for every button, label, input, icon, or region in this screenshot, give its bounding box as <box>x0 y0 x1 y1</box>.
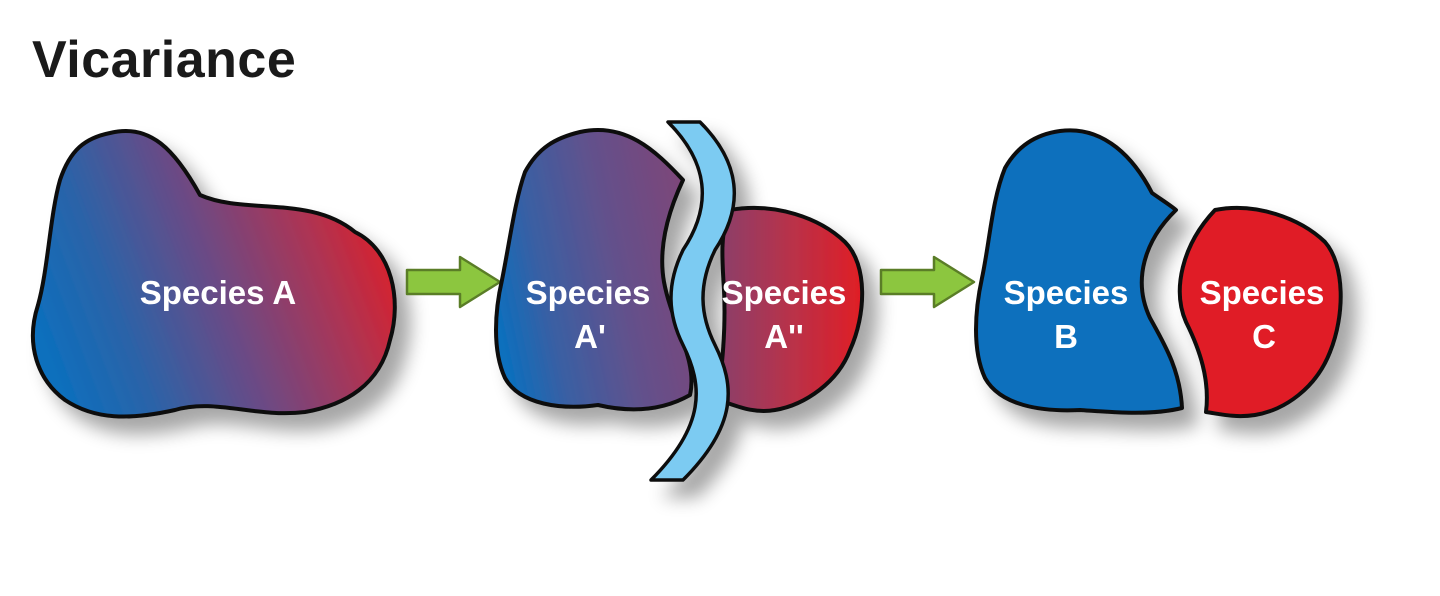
label-species-a-prime-line1: Species <box>526 274 651 311</box>
stage-1-species-a <box>30 128 397 419</box>
stage-2-divided-range <box>494 120 865 482</box>
arrow-icon-1 <box>405 255 502 309</box>
label-species-c-line1: Species <box>1200 274 1325 311</box>
barrier-river <box>649 120 736 482</box>
label-species-b-line2: B <box>1054 318 1078 355</box>
range-species-a-double-prime <box>716 205 865 413</box>
label-species-b-line1: Species <box>1004 274 1129 311</box>
label-species-c-line2: C <box>1252 318 1276 355</box>
range-species-a-prime <box>494 128 694 412</box>
label-species-a-double-prime-line1: Species <box>722 274 847 311</box>
label-species-a: Species A <box>140 274 297 311</box>
label-species-a-double-prime-line2: A'' <box>764 318 804 355</box>
range-species-b <box>974 128 1184 415</box>
label-species-a-prime-line2: A' <box>574 318 606 355</box>
diagram-title: Vicariance <box>32 31 297 89</box>
range-species-c <box>1177 205 1343 419</box>
stage-3-separate-species <box>974 128 1343 419</box>
range-species-a <box>30 128 397 419</box>
arrow-icon-2 <box>879 255 976 309</box>
